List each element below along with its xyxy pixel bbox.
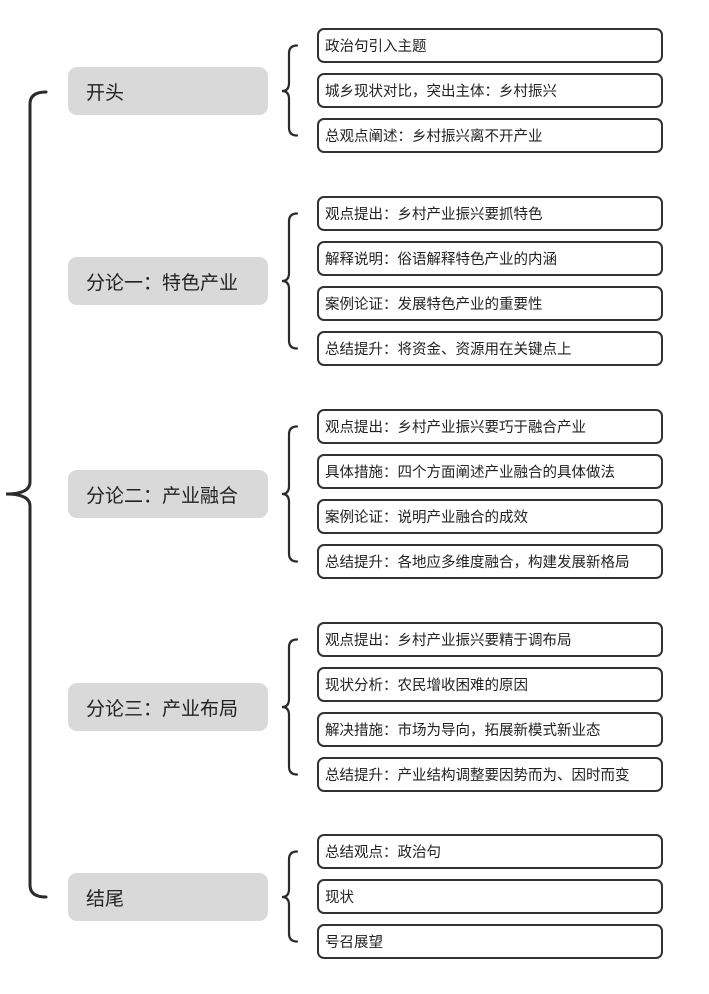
section-title-1: 开头 [68, 67, 268, 115]
section-3-item-4: 总结提升：各地应多维度融合，构建发展新格局 [317, 544, 663, 579]
section-2-item-3: 案例论证：发展特色产业的重要性 [317, 286, 663, 321]
section-4-item-3: 解决措施：市场为导向，拓展新模式新业态 [317, 712, 663, 747]
section-2-brace [281, 212, 299, 350]
section-1-item-2: 城乡现状对比，突出主体：乡村振兴 [317, 73, 663, 108]
section-5-item-3: 号召展望 [317, 924, 663, 959]
section-title-5: 结尾 [68, 873, 268, 921]
section-2-item-1: 观点提出：乡村产业振兴要抓特色 [317, 196, 663, 231]
section-title-2: 分论一：特色产业 [68, 257, 268, 305]
section-2-item-4: 总结提升：将资金、资源用在关键点上 [317, 331, 663, 366]
section-title-3: 分论二：产业融合 [68, 470, 268, 518]
section-5-item-2: 现状 [317, 879, 663, 914]
section-3-brace [281, 425, 299, 563]
section-1-item-1: 政治句引入主题 [317, 28, 663, 63]
section-3-item-2: 具体措施：四个方面阐述产业融合的具体做法 [317, 454, 663, 489]
section-3-item-1: 观点提出：乡村产业振兴要巧于融合产业 [317, 409, 663, 444]
section-4-brace [281, 638, 299, 776]
section-5-item-1: 总结观点：政治句 [317, 834, 663, 869]
section-3-item-3: 案例论证：说明产业融合的成效 [317, 499, 663, 534]
section-title-4: 分论三：产业布局 [68, 683, 268, 731]
section-4-item-1: 观点提出：乡村产业振兴要精于调布局 [317, 622, 663, 657]
root-brace [5, 90, 48, 899]
section-1-item-3: 总观点阐述：乡村振兴离不开产业 [317, 118, 663, 153]
section-2-item-2: 解释说明：俗语解释特色产业的内涵 [317, 241, 663, 276]
section-4-item-4: 总结提升：产业结构调整要因势而为、因时而变 [317, 757, 663, 792]
section-1-brace [281, 44, 299, 137]
section-4-item-2: 现状分析：农民增收困难的原因 [317, 667, 663, 702]
section-5-brace [281, 850, 299, 943]
